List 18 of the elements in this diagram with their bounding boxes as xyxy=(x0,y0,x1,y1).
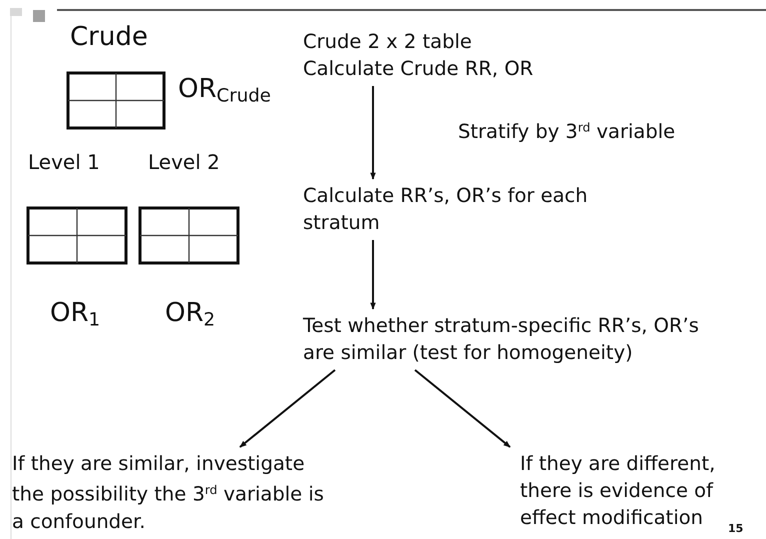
arrow xyxy=(370,240,376,310)
arrow xyxy=(239,369,336,448)
step-text: Crude 2 x 2 table xyxy=(303,29,473,55)
odds-ratio-label: OR$_{Crude}$ xyxy=(178,74,271,107)
step-note: Stratify by 3$^{rd}$ variable xyxy=(458,120,676,143)
step-text: Calculate RR’s, OR’s for each stratum xyxy=(303,183,589,236)
step-text: If they are similar, investigate the possibility the 3$^{rd}$ variable is a confounder. xyxy=(12,451,325,535)
step-text: Test whether stratum-specific RR’s, OR’s are similar (test for homogeneity) xyxy=(303,313,700,366)
odds-ratio-label: OR$_{1}$ xyxy=(50,298,100,331)
stratum-label: Level 2 xyxy=(148,150,220,174)
table-title: Crude xyxy=(70,22,148,52)
step-text: If they are different, there is evidence of effect modification xyxy=(520,451,716,531)
arrow xyxy=(370,86,376,180)
odds-ratio-label: OR$_{2}$ xyxy=(165,298,216,331)
step-text: Calculate Crude RR, OR xyxy=(303,56,534,82)
stratum-label: Level 1 xyxy=(28,150,100,174)
arrow xyxy=(414,369,511,448)
page-number: 15 xyxy=(728,522,744,535)
